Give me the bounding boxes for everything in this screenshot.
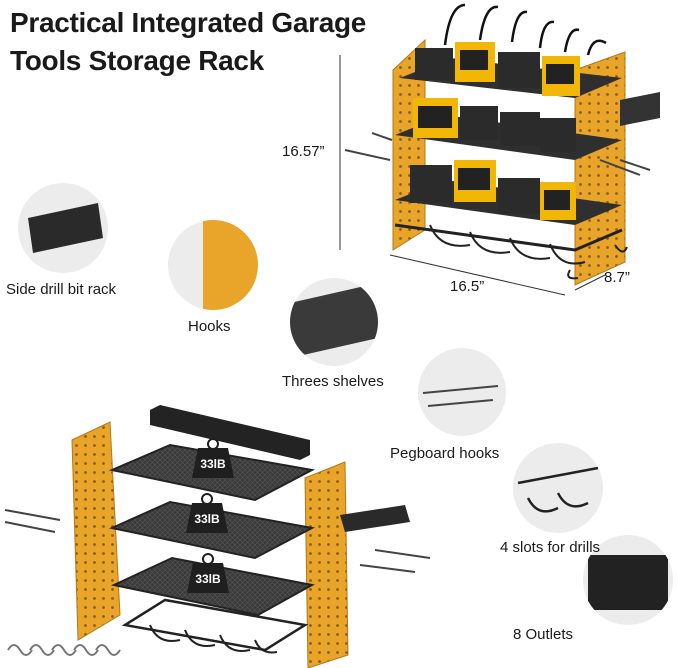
pegboard-hooks-label: Pegboard hooks	[390, 445, 500, 462]
drill-bit-rack-detail	[18, 183, 108, 273]
shelf-weight-3: 33lB	[195, 572, 221, 586]
outlets-label: 8 Outlets	[513, 626, 574, 643]
depth-dimension: 8.7”	[604, 269, 630, 286]
shelf-weight-1: 33lB	[200, 457, 226, 471]
height-dimension: 16.57”	[282, 143, 325, 160]
outlets-detail	[583, 535, 673, 625]
shelves-label: Threes shelves	[282, 373, 384, 390]
title-line-2: Tools Storage Rack	[10, 45, 264, 76]
title-line-1: Practical Integrated Garage	[10, 7, 367, 38]
page-title: Practical Integrated Garage Tools Storag…	[10, 4, 366, 80]
pegboard-hooks-detail	[418, 348, 506, 436]
drill-slots-label: 4 slots for drills	[500, 539, 601, 556]
hooks-label: Hooks	[188, 318, 231, 335]
hooks-detail	[168, 220, 258, 310]
drill-slots-detail	[513, 443, 603, 533]
side-drill-bit-rack-label: Side drill bit rack	[6, 281, 117, 298]
width-dimension: 16.5”	[450, 278, 485, 295]
assembled-rack	[344, 3, 660, 286]
exploded-rack: 33lB 33lB 33lB	[4, 405, 431, 668]
shelf-weight-2: 33lB	[194, 512, 220, 526]
shelves-detail	[290, 278, 378, 366]
